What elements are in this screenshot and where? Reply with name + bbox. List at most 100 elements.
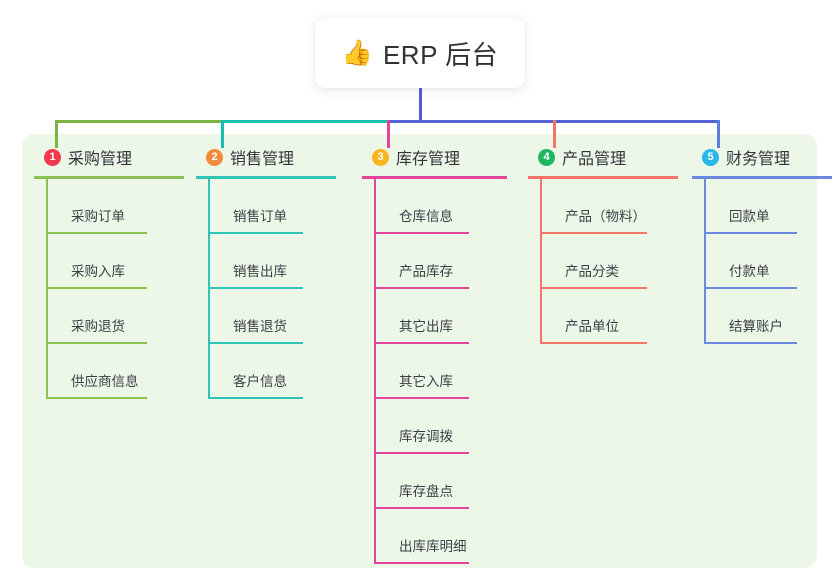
leaf-connector [374, 507, 387, 509]
leaf-connector [374, 562, 387, 564]
bus-segment-green [55, 120, 223, 123]
branch-badge-2: 2 [206, 148, 223, 166]
leaf-label: 回款单 [729, 209, 770, 224]
leaf-rule [221, 342, 303, 344]
leaf-node[interactable]: 库存调拨 [374, 399, 507, 454]
leaf-node[interactable]: 产品库存 [374, 234, 507, 289]
leaf-label: 销售退货 [233, 319, 287, 334]
leaf-spine-3 [374, 179, 376, 564]
leaf-rule [59, 342, 147, 344]
leaf-rule [387, 397, 469, 399]
leaf-node[interactable]: 销售退货 [208, 289, 336, 344]
root-trunk-line [419, 88, 422, 123]
leaf-connector [540, 287, 553, 289]
leaf-label: 客户信息 [233, 374, 287, 389]
leaf-node[interactable]: 销售出库 [208, 234, 336, 289]
leaf-connector [46, 397, 59, 399]
leaf-connector [540, 232, 553, 234]
branch-title-4: 产品管理 [562, 151, 627, 168]
branch-badge-5: 5 [702, 148, 719, 166]
leaf-rule [59, 397, 147, 399]
leaf-list-2: 销售订单销售出库销售退货客户信息 [208, 179, 336, 399]
branch-column-1: 1 采购管理采购订单采购入库采购退货供应商信息 [34, 144, 184, 399]
branch-rule-4 [528, 176, 678, 179]
leaf-rule [387, 562, 469, 564]
leaf-rule [553, 342, 647, 344]
branch-rule-3 [362, 176, 507, 179]
bus-segment-teal [221, 120, 389, 123]
branch-title-2: 销售管理 [230, 151, 295, 168]
leaf-node[interactable]: 出库库明细 [374, 509, 507, 564]
leaf-connector [540, 342, 553, 344]
leaf-label: 库存调拨 [399, 429, 453, 444]
leaf-list-1: 采购订单采购入库采购退货供应商信息 [46, 179, 184, 399]
root-node-title: ERP 后台 [382, 39, 499, 70]
leaf-node[interactable]: 结算账户 [704, 289, 832, 344]
leaf-connector [374, 342, 387, 344]
leaf-rule [717, 287, 797, 289]
leaf-label: 出库库明细 [399, 539, 467, 554]
leaf-connector [374, 287, 387, 289]
leaf-list-4: 产品（物料） 产品分类产品单位 [540, 179, 678, 344]
branch-title-1: 采购管理 [68, 151, 133, 168]
leaf-node[interactable]: 产品分类 [540, 234, 678, 289]
leaf-rule [553, 232, 647, 234]
leaf-connector [46, 342, 59, 344]
branch-badge-1: 1 [44, 148, 61, 166]
leaf-rule [59, 232, 147, 234]
leaf-node[interactable]: 采购退货 [46, 289, 184, 344]
leaf-label: 仓库信息 [399, 209, 453, 224]
leaf-list-5: 回款单付款单结算账户 [704, 179, 832, 344]
leaf-rule [717, 232, 797, 234]
leaf-node[interactable]: 其它出库 [374, 289, 507, 344]
leaf-list-3: 仓库信息产品库存其它出库其它入库库存调拨库存盘点出库库明细 [374, 179, 507, 564]
leaf-connector [374, 232, 387, 234]
leaf-connector [704, 342, 717, 344]
leaf-label: 库存盘点 [399, 484, 453, 499]
leaf-node[interactable]: 采购入库 [46, 234, 184, 289]
leaf-node[interactable]: 付款单 [704, 234, 832, 289]
leaf-node[interactable]: 产品单位 [540, 289, 678, 344]
branch-header-2[interactable]: 2 销售管理 [196, 144, 336, 170]
leaf-node[interactable]: 回款单 [704, 179, 832, 234]
leaf-connector [46, 232, 59, 234]
leaf-connector [704, 232, 717, 234]
leaf-rule [387, 507, 469, 509]
leaf-node[interactable]: 库存盘点 [374, 454, 507, 509]
leaf-rule [387, 452, 469, 454]
branch-rule-2 [196, 176, 336, 179]
leaf-node[interactable]: 客户信息 [208, 344, 336, 399]
root-node-card[interactable]: 👍 ERP 后台 [315, 18, 525, 88]
leaf-label: 产品库存 [399, 264, 453, 279]
branch-drop-line-2 [221, 120, 224, 148]
leaf-node[interactable]: 产品（物料） [540, 179, 678, 234]
leaf-node[interactable]: 其它入库 [374, 344, 507, 399]
leaf-label: 销售出库 [233, 264, 287, 279]
leaf-connector [374, 452, 387, 454]
leaf-rule [553, 287, 647, 289]
leaf-rule [221, 232, 303, 234]
leaf-label: 其它入库 [399, 374, 453, 389]
branch-header-1[interactable]: 1 采购管理 [34, 144, 184, 170]
leaf-node[interactable]: 供应商信息 [46, 344, 184, 399]
leaf-node[interactable]: 仓库信息 [374, 179, 507, 234]
leaf-rule [717, 342, 797, 344]
leaf-label: 产品分类 [565, 264, 619, 279]
leaf-node[interactable]: 销售订单 [208, 179, 336, 234]
leaf-node[interactable]: 采购订单 [46, 179, 184, 234]
leaf-rule [59, 287, 147, 289]
branch-badge-3: 3 [372, 148, 389, 166]
leaf-connector [208, 287, 221, 289]
leaf-connector [208, 397, 221, 399]
leaf-rule [387, 342, 469, 344]
leaf-spine-4 [540, 179, 542, 344]
leaf-connector [208, 342, 221, 344]
leaf-connector [208, 232, 221, 234]
thumbs-up-icon: 👍 [341, 38, 373, 67]
branch-rule-1 [34, 176, 184, 179]
leaf-label: 产品单位 [565, 319, 619, 334]
